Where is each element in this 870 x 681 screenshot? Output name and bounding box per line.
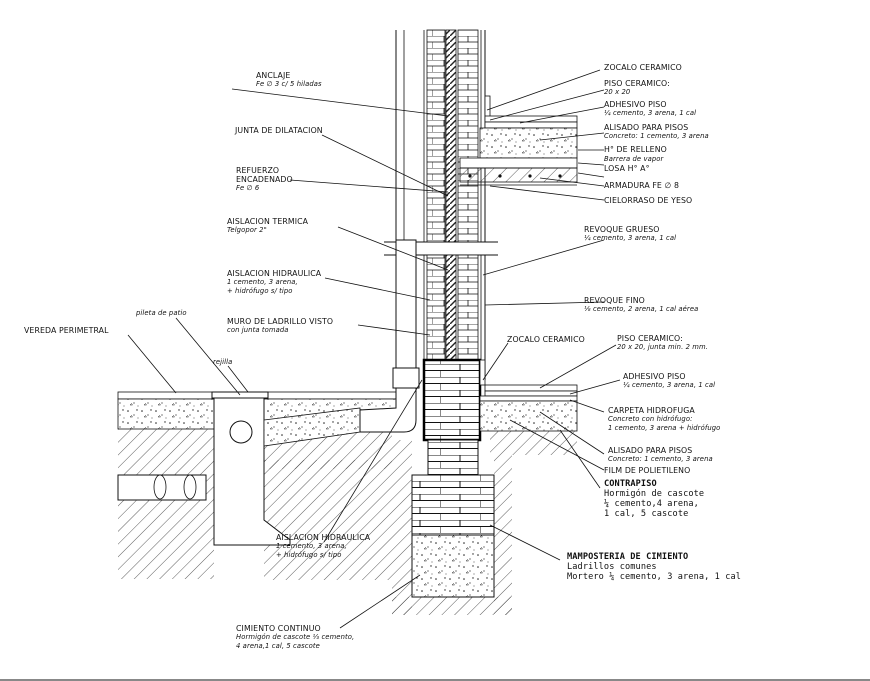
label-armadura: ARMADURA FE ∅ 8 xyxy=(604,181,679,190)
label-contrapiso-line-2: ¼ cemento,4 arena, xyxy=(604,499,699,509)
label-carpeta-line-2: 1 cemento, 3 arena + hidrófugo xyxy=(608,423,721,432)
label-junta: JUNTA DE DILATACION xyxy=(235,126,323,135)
label-revoque-grueso-line-1: ¼ cemento, 3 arena, 1 cal xyxy=(584,234,677,242)
label-anclaje: ANCLAJE Fe ∅ 3 c/ 5 hiladas xyxy=(256,71,322,89)
label-carpeta-title: CARPETA HIDROFUGA xyxy=(608,406,695,415)
label-carpeta: CARPETA HIDROFUGA Concreto con hidrófugo… xyxy=(608,406,720,432)
label-cimiento-line-1: Hormigón de cascote ⅓ cemento, xyxy=(236,633,355,641)
label-film: FILM DE POLIETILENO xyxy=(604,466,690,475)
label-aislacion-hidraulica-top-line-2: + hidrófugo s/ tipo xyxy=(227,286,293,295)
floor-interior-lower xyxy=(479,359,578,455)
label-rejilla-title: rejilla xyxy=(213,358,233,366)
label-muro-line-1: con junta tomada xyxy=(227,326,289,334)
label-revoque-fino: REVOQUE FINO ⅛ cemento, 2 arena, 1 cal a… xyxy=(584,296,698,314)
label-piso-top-line-1: 20 x 20 xyxy=(604,88,631,96)
label-rejilla: rejilla xyxy=(213,358,232,367)
floor-slab-upper xyxy=(459,95,578,186)
label-aislacion-termica-line-1: Telgopor 2" xyxy=(227,226,267,234)
label-revoque-fino-title: REVOQUE FINO xyxy=(584,296,645,305)
label-cimiento: CIMIENTO CONTINUO Hormigón de cascote ⅓ … xyxy=(236,624,354,650)
label-alisado-bottom-line-1: Concreto: 1 cemento, 3 arena xyxy=(608,455,713,463)
label-adhesivo-top-line-1: ¼ cemento, 3 arena, 1 cal xyxy=(604,109,697,117)
label-pileta: pileta de patio xyxy=(136,309,187,318)
label-refuerzo-title: REFUERZO xyxy=(236,166,280,175)
plinth-block xyxy=(422,358,482,442)
label-relleno: H° DE RELLENO xyxy=(604,145,667,154)
label-mamposteria-title: MAMPOSTERIA DE CIMIENTO xyxy=(567,552,689,562)
label-zocalo-bottom: ZOCALO CERAMICO xyxy=(507,335,585,344)
foundation-wall xyxy=(427,439,479,476)
label-vereda: VEREDA PERIMETRAL xyxy=(24,326,109,335)
downpipe xyxy=(359,239,420,433)
label-cimiento-title: CIMIENTO CONTINUO xyxy=(236,624,321,633)
label-adhesivo-bottom-line-1: ¼ cemento, 3 arena, 1 cal xyxy=(623,381,716,389)
label-aislacion-hidraulica-top-line-1: 1 cemento, 3 arena, xyxy=(227,278,298,286)
label-aislacion-termica-title: AISLACION TERMICA xyxy=(227,217,309,226)
label-zocalo-top-title: ZOCALO CERAMICO xyxy=(604,63,682,72)
label-barrera-title: Barrera de vapor xyxy=(604,155,664,163)
label-aislacion-hidraulica-top: AISLACION HIDRAULICA 1 cemento, 3 arena,… xyxy=(227,269,321,295)
label-alisado-top-title: ALISADO PARA PISOS xyxy=(604,123,689,132)
label-piso-bottom-line-1: 20 x 20, junta min. 2 mm. xyxy=(617,343,708,351)
label-junta-title: JUNTA DE DILATACION xyxy=(235,126,323,135)
label-refuerzo-line-1: ENCADENADO xyxy=(236,175,293,184)
label-anclaje-title: ANCLAJE xyxy=(256,71,291,80)
label-film-title: FILM DE POLIETILENO xyxy=(604,466,691,475)
label-carpeta-line-1: Concreto con hidrófugo: xyxy=(608,415,693,423)
label-revoque-fino-line-1: ⅛ cemento, 2 arena, 1 cal aérea xyxy=(584,305,699,313)
label-piso-top-title: PISO CERAMICO: xyxy=(604,79,670,88)
label-aislacion-hidraulica-top-title: AISLACION HIDRAULICA xyxy=(227,269,322,278)
label-refuerzo: REFUERZO ENCADENADO Fe ∅ 6 xyxy=(236,166,293,193)
foundation-masonry xyxy=(411,474,495,536)
label-alisado-top: ALISADO PARA PISOS Concreto: 1 cemento, … xyxy=(604,123,709,141)
label-anclaje-line-1: Fe ∅ 3 c/ 5 hiladas xyxy=(256,80,322,88)
label-revoque-grueso: REVOQUE GRUESO ¼ cemento, 3 arena, 1 cal xyxy=(584,225,676,243)
label-revoque-grueso-title: REVOQUE GRUESO xyxy=(584,225,660,234)
wall-upper xyxy=(395,29,486,243)
label-losa-title: LOSA H° A° xyxy=(604,164,650,173)
label-cielorraso: CIELORRASO DE YESO xyxy=(604,196,692,205)
label-aislacion-hidraulica-bottom-line-1: 1 cemento, 3 arena, xyxy=(276,542,347,550)
label-aislacion-hidraulica-bottom-title: AISLACION HIDRAULICA xyxy=(276,533,371,542)
label-mamposteria: MAMPOSTERIA DE CIMIENTO Ladrillos comune… xyxy=(567,552,741,582)
label-aislacion-termica: AISLACION TERMICA Telgopor 2" xyxy=(227,217,308,235)
label-piso-bottom: PISO CERAMICO: 20 x 20, junta min. 2 mm. xyxy=(617,334,708,352)
label-contrapiso: CONTRAPISO Hormigón de cascote ¼ cemento… xyxy=(604,479,704,519)
label-muro-title: MURO DE LADRILLO VISTO xyxy=(227,317,334,326)
label-losa: LOSA H° A° xyxy=(604,164,650,173)
label-mamposteria-line-2: Mortero ¼ cemento, 3 arena, 1 cal xyxy=(567,572,742,582)
patio-drain xyxy=(117,391,361,546)
label-cimiento-line-2: 4 arena,1 cal, 5 cascote xyxy=(236,641,320,650)
label-adhesivo-bottom-title: ADHESIVO PISO xyxy=(623,372,686,381)
label-pileta-title: pileta de patio xyxy=(136,309,187,317)
label-zocalo-top: ZOCALO CERAMICO xyxy=(604,63,682,72)
label-piso-top: PISO CERAMICO: 20 x 20 xyxy=(604,79,670,97)
label-contrapiso-line-3: 1 cal, 5 cascote xyxy=(604,509,689,519)
label-vereda-title: VEREDA PERIMETRAL xyxy=(24,326,109,335)
label-armadura-title: ARMADURA FE ∅ 8 xyxy=(604,181,680,190)
label-refuerzo-line-2: Fe ∅ 6 xyxy=(236,184,260,192)
label-alisado-bottom: ALISADO PARA PISOS Concreto: 1 cemento, … xyxy=(608,446,713,464)
label-relleno-title: H° DE RELLENO xyxy=(604,145,667,154)
label-adhesivo-top-title: ADHESIVO PISO xyxy=(604,100,667,109)
label-contrapiso-line-1: Hormigón de cascote xyxy=(604,489,705,499)
label-adhesivo-bottom: ADHESIVO PISO ¼ cemento, 3 arena, 1 cal xyxy=(623,372,715,390)
label-muro: MURO DE LADRILLO VISTO con junta tomada xyxy=(227,317,333,335)
label-barrera: Barrera de vapor xyxy=(604,155,663,164)
label-alisado-top-line-1: Concreto: 1 cemento, 3 arena xyxy=(604,132,709,140)
label-contrapiso-title: CONTRAPISO xyxy=(604,479,657,489)
label-aislacion-hidraulica-bottom-line-2: + hidrófugo s/ tipo xyxy=(276,550,342,559)
label-piso-bottom-title: PISO CERAMICO: xyxy=(617,334,683,343)
label-alisado-bottom-title: ALISADO PARA PISOS xyxy=(608,446,693,455)
leader-lines xyxy=(127,69,621,629)
label-zocalo-bottom-title: ZOCALO CERAMICO xyxy=(507,335,585,344)
label-aislacion-hidraulica-bottom: AISLACION HIDRAULICA 1 cemento, 3 arena,… xyxy=(276,533,370,559)
label-cielorraso-title: CIELORRASO DE YESO xyxy=(604,196,693,205)
label-adhesivo-top: ADHESIVO PISO ¼ cemento, 3 arena, 1 cal xyxy=(604,100,696,118)
label-mamposteria-line-1: Ladrillos comunes xyxy=(567,562,657,572)
